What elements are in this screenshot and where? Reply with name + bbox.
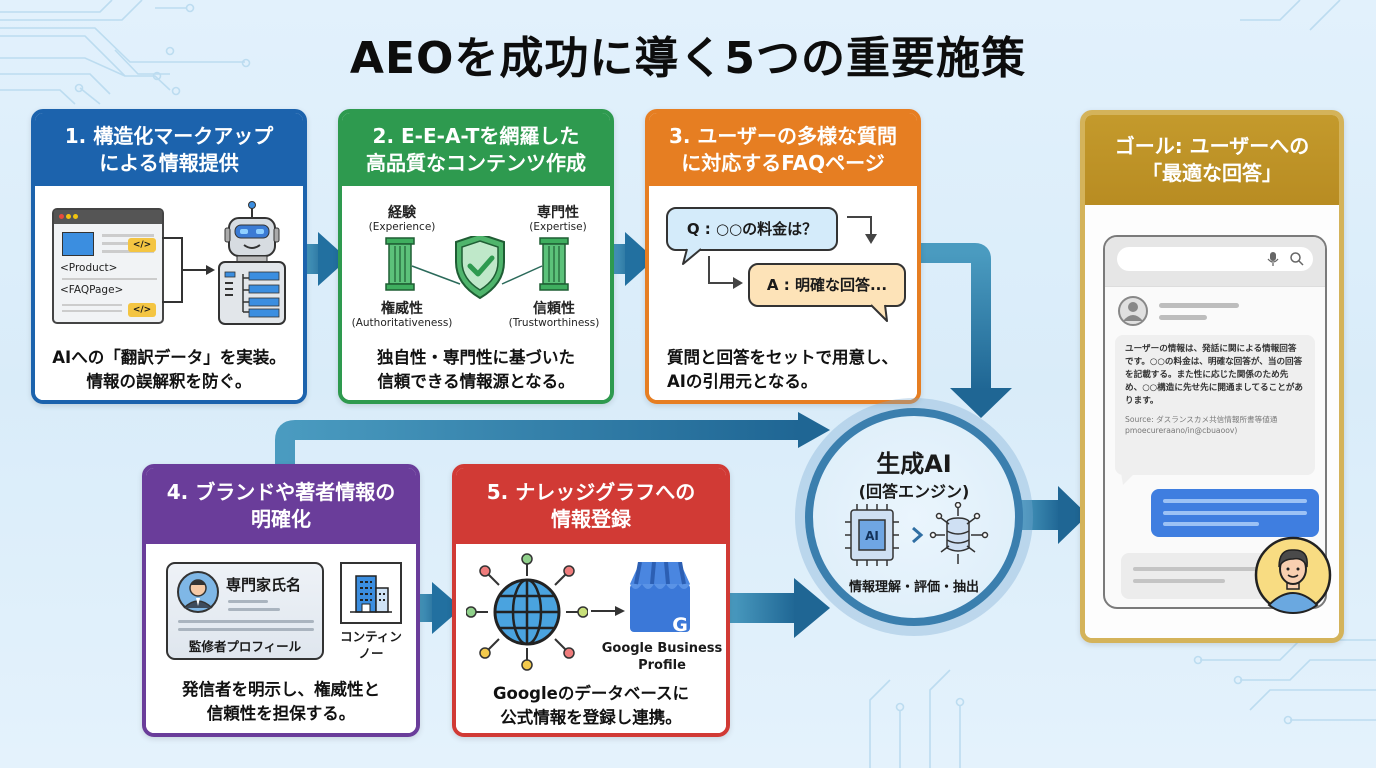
arrow-step3-to-engine xyxy=(921,243,1012,418)
profile-name: 専門家氏名 xyxy=(226,576,302,594)
source-text: ダスランスカメ共信情報所書等値通 pmoecureraano/in@cbuaoo… xyxy=(1125,415,1278,435)
pillar-authoritativeness-ja: 権威性 xyxy=(381,301,423,317)
step-title-line1: 5. ナレッジグラフへの xyxy=(486,480,696,504)
pillar-icon xyxy=(385,237,415,291)
faq-answer: A : 明確な回答... xyxy=(766,276,888,294)
browser-window-icon: </> <Product> <FAQPage> </> xyxy=(52,208,164,324)
chevron-right-icon xyxy=(912,526,924,544)
step-title-line2: に対応するFAQページ xyxy=(681,150,885,175)
question-bubble-icon xyxy=(666,207,838,265)
step-card-structured-markup: 1. 構造化マークアップ による情報提供 </> <Product> <FAQP… xyxy=(31,109,307,404)
generative-ai-engine: 生成AI (回答エンジン) AI 情報理解・評価・抽出 xyxy=(805,408,1023,626)
step-desc-line2: 公式情報を登録し連携。 xyxy=(500,708,682,727)
step-header: 3. ユーザーの多様な質問 に対応するFAQページ xyxy=(649,113,917,186)
step-card-brand-author: 4. ブランドや著者情報の 明確化 専門家氏名 監修者プロフィール xyxy=(142,464,420,737)
arrow-right-icon xyxy=(591,606,625,616)
building-icon xyxy=(340,562,402,624)
step-desc-line1: 質問と回答をセットで用意し、 xyxy=(667,348,898,367)
faq-graphic xyxy=(666,207,906,322)
step-desc-line2: 情報の誤解釈を防ぐ。 xyxy=(86,372,252,391)
step-header: 2. E-E-A-Tを網羅した 高品質なコンテンツ作成 xyxy=(342,113,610,186)
shield-check-icon xyxy=(455,236,505,300)
step-title-line1: 4. ブランドや著者情報の xyxy=(166,480,396,504)
microphone-icon[interactable] xyxy=(1267,251,1279,267)
step-desc-line1: AIへの「翻訳データ」を実装。 xyxy=(52,348,286,367)
engine-title: 生成AI xyxy=(876,450,952,478)
answer-bubble-icon xyxy=(748,263,906,322)
user-message-bubble xyxy=(1151,489,1319,537)
step-title-line1: 2. E-E-A-Tを網羅した xyxy=(372,123,580,148)
code-tag-icon: </> xyxy=(128,238,156,252)
pillar-expertise-ja: 専門性 xyxy=(537,205,579,221)
ai-chip-label: AI xyxy=(865,529,879,543)
arrow-step4-to-engine-top xyxy=(275,412,830,466)
robot-icon xyxy=(218,201,286,325)
google-g-logo: G xyxy=(672,614,688,636)
source-label: Source: xyxy=(1125,415,1154,424)
arrow-engine-to-goal xyxy=(1018,486,1088,544)
pillar-experience-ja: 経験 xyxy=(388,205,416,221)
company-label-line1: コンティン xyxy=(340,629,402,644)
engine-subtitle: (回答エンジン) xyxy=(858,482,970,501)
step-header: 5. ナレッジグラフへの 情報登録 xyxy=(456,468,726,544)
step-card-faq-page: 3. ユーザーの多様な質問 に対応するFAQページ Q : ○○の料金は？ A … xyxy=(645,109,921,404)
step-title-line2: による情報提供 xyxy=(99,150,239,175)
profile-card-icon: 専門家氏名 監修者プロフィール xyxy=(166,562,324,660)
markup-label-faqpage: <FAQPage> xyxy=(60,284,124,296)
step-title-line1: 3. ユーザーの多様な質問 xyxy=(668,123,898,148)
ai-chip-icon xyxy=(845,504,899,566)
step-desc-line1: 独自性・専門性に基づいた xyxy=(377,348,575,367)
pillar-authoritativeness-en: (Authoritativeness) xyxy=(351,317,453,329)
ai-answer-text: ユーザーの情報は、発話に関による情報回答です。○○の料金は、明確な回答が、当の回… xyxy=(1125,344,1304,406)
step-header: 1. 構造化マークアップ による情報提供 xyxy=(35,113,303,186)
step-title-line2: 情報登録 xyxy=(551,507,631,531)
pillar-expertise-en: (Expertise) xyxy=(529,221,587,233)
search-icon[interactable] xyxy=(1289,251,1305,267)
faq-question: Q : ○○の料金は？ xyxy=(686,220,818,238)
search-bar[interactable] xyxy=(1117,247,1313,271)
profile-caption: 監修者プロフィール xyxy=(188,639,302,654)
database-network-icon xyxy=(929,502,989,564)
step-card-eeat-content: 2. E-E-A-Tを網羅した 高品質なコンテンツ作成 経験 (Experien… xyxy=(338,109,614,404)
pillar-icon xyxy=(539,237,569,291)
engine-caption: 情報理解・評価・抽出 xyxy=(848,580,979,595)
goal-card-optimal-answer: ゴール: ユーザーへの 「最適な回答」 xyxy=(1080,110,1344,643)
eeat-graphic xyxy=(385,236,569,300)
avatar-icon xyxy=(177,571,219,613)
step-title-line2: 高品質なコンテンツ作成 xyxy=(366,150,586,175)
pillar-trustworthiness-ja: 信頼性 xyxy=(533,301,575,317)
step-card-knowledge-graph: 5. ナレッジグラフへの 情報登録 xyxy=(452,464,730,737)
page-title: AEOを成功に導く5つの重要施策 xyxy=(349,33,1027,84)
gbp-label-line1: Google Business xyxy=(601,641,723,656)
globe-network-icon xyxy=(466,553,588,671)
google-store-icon xyxy=(630,562,690,632)
step-header: 4. ブランドや著者情報の 明確化 xyxy=(146,468,416,544)
step-desc-line2: 信頼できる情報源となる。 xyxy=(377,372,575,391)
step-title-line1: 1. 構造化マークアップ xyxy=(64,123,274,148)
goal-header: ゴール: ユーザーへの 「最適な回答」 xyxy=(1085,115,1339,205)
pillar-trustworthiness-en: (Trustworthiness) xyxy=(508,317,600,329)
company-label-line2: ノー xyxy=(358,646,384,661)
step-desc-line2: AIの引用元となる。 xyxy=(667,372,818,391)
step-title-line2: 明確化 xyxy=(251,507,311,531)
ai-answer-bubble: ユーザーの情報は、発話に関による情報回答です。○○の料金は、明確な回答が、当の回… xyxy=(1115,335,1315,475)
gbp-label-line2: Profile xyxy=(638,658,686,673)
user-person-icon xyxy=(1254,536,1332,615)
step-desc-line2: 信頼性を担保する。 xyxy=(206,704,356,723)
engine-graphic: AI xyxy=(845,502,989,566)
code-tag-icon: </> xyxy=(128,303,156,317)
pillar-experience-en: (Experience) xyxy=(368,221,436,233)
goal-title-line2: 「最適な回答」 xyxy=(1142,161,1282,185)
step-desc-line1: 発信者を明示し、権威性と xyxy=(182,680,380,699)
goal-title-line1: ゴール: ユーザーへの xyxy=(1114,134,1310,158)
reply-placeholder-bubble xyxy=(1121,553,1271,599)
connector-lines xyxy=(162,237,215,303)
user-avatar-icon xyxy=(1118,296,1148,326)
markup-label-product: <Product> xyxy=(60,262,118,274)
step-desc-line1: Googleのデータベースに xyxy=(492,684,690,703)
